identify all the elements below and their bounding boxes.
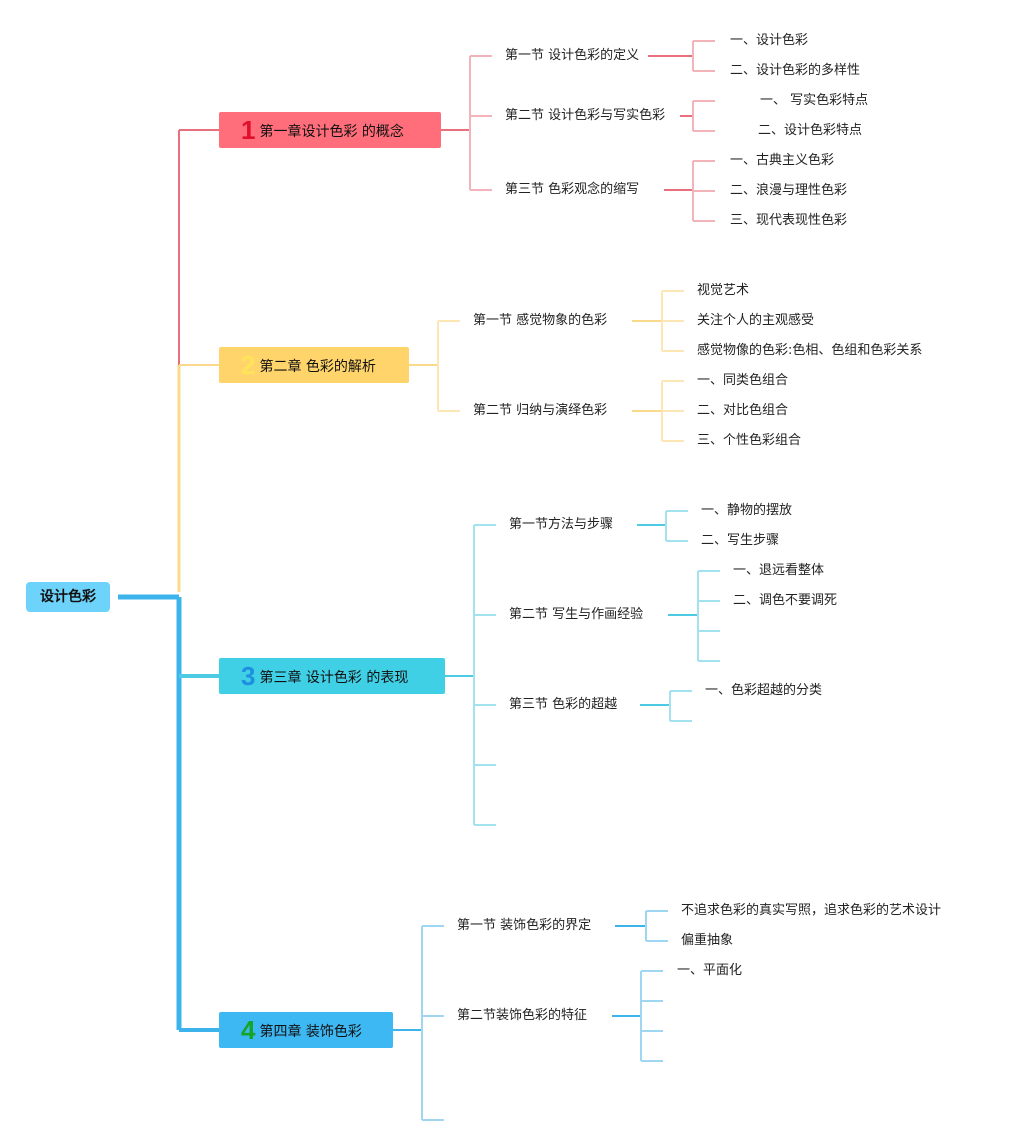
subtopic-item[interactable]: 二、对比色组合 xyxy=(697,403,789,418)
subtopic-item[interactable]: 不追求色彩的真实写照，追求色彩的艺术设计 xyxy=(681,903,942,918)
section-topic[interactable]: 第二节 设计色彩与写实色彩 xyxy=(505,108,666,123)
section-topic[interactable]: 第三节 色彩的超越 xyxy=(509,697,618,712)
subtopic-item[interactable]: 一、退远看整体 xyxy=(733,563,825,578)
chapter-label: 第四章 装饰色彩 xyxy=(259,1024,362,1040)
section-topic[interactable]: 第一节 设计色彩的定义 xyxy=(505,48,640,63)
subtopic-item[interactable]: 一、设计色彩 xyxy=(730,33,809,48)
chapter-label: 第二章 色彩的解析 xyxy=(259,359,376,375)
subtopic-item[interactable]: 关注个人的主观感受 xyxy=(697,313,815,328)
subtopic-item[interactable]: 二、设计色彩的多样性 xyxy=(730,63,861,78)
section-topic[interactable]: 第一节方法与步骤 xyxy=(509,517,614,532)
section-topic[interactable]: 第二节 写生与作画经验 xyxy=(509,607,644,622)
subtopic-item[interactable]: 一、静物的摆放 xyxy=(701,503,793,518)
subtopic-item[interactable]: 三、现代表现性色彩 xyxy=(730,213,848,228)
subtopic-item[interactable]: 视觉艺术 xyxy=(697,283,750,298)
subtopic-item[interactable]: 一、同类色组合 xyxy=(697,373,789,388)
chapter-number-icon: 2 xyxy=(241,350,256,380)
section-topic[interactable]: 第一节 感觉物象的色彩 xyxy=(473,313,608,328)
subtopic-item[interactable]: 一、平面化 xyxy=(677,963,743,978)
root-topic[interactable]: 设计色彩 xyxy=(26,582,110,612)
chapter-number-icon: 4 xyxy=(241,1015,256,1045)
subtopic-item[interactable]: 二、设计色彩特点 xyxy=(758,123,863,138)
subtopic-item[interactable]: 二、浪漫与理性色彩 xyxy=(730,183,848,198)
subtopic-item[interactable]: 一、古典主义色彩 xyxy=(730,153,835,168)
chapter-number-icon: 1 xyxy=(241,115,256,145)
subtopic-item[interactable]: 一、 写实色彩特点 xyxy=(760,93,869,108)
chapter-number-icon: 3 xyxy=(241,661,256,691)
subtopic-item[interactable]: 一、色彩超越的分类 xyxy=(705,683,823,698)
subtopic-item[interactable]: 二、写生步骤 xyxy=(701,533,780,548)
subtopic-item[interactable]: 三、个性色彩组合 xyxy=(697,433,802,448)
section-topic[interactable]: 第二节装饰色彩的特征 xyxy=(457,1008,588,1023)
section-topic[interactable]: 第二节 归纳与演绎色彩 xyxy=(473,403,608,418)
section-topic[interactable]: 第一节 装饰色彩的界定 xyxy=(457,918,592,933)
subtopic-item[interactable]: 感觉物像的色彩:色相、色组和色彩关系 xyxy=(697,343,923,358)
subtopic-item[interactable]: 偏重抽象 xyxy=(681,933,734,948)
chapter-label: 第三章 设计色彩 的表现 xyxy=(259,670,409,686)
chapter-label: 第一章设计色彩 的概念 xyxy=(259,124,404,140)
section-topic[interactable]: 第三节 色彩观念的缩写 xyxy=(505,182,640,197)
subtopic-item[interactable]: 二、调色不要调死 xyxy=(733,593,838,608)
